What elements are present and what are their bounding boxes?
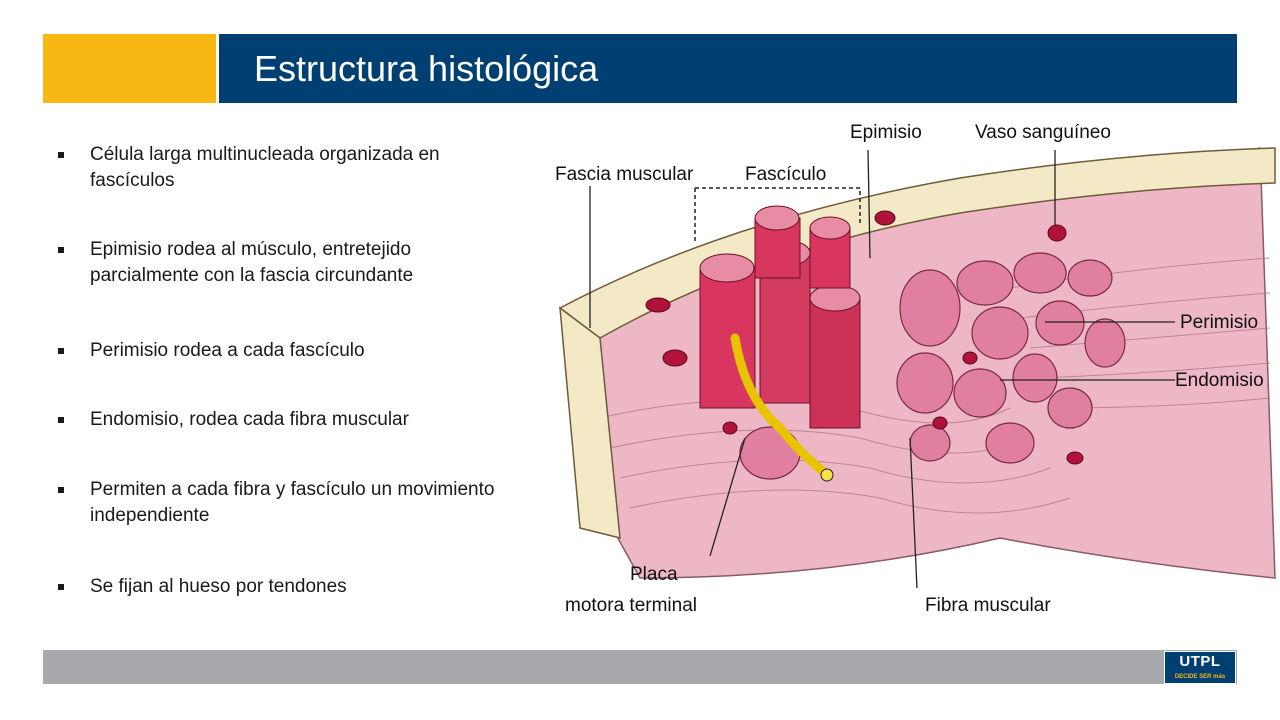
bullet-item: Célula larga multinucleada organizada en… — [58, 142, 508, 194]
bullet-text: Permiten a cada fibra y fascículo un mov… — [90, 479, 495, 526]
slide-title: Estructura histológica — [254, 48, 599, 89]
motor-end-plate — [820, 468, 834, 482]
muscle-structure-diagram: Epimisio Vaso sanguíneo Fascia muscular … — [555, 122, 1276, 616]
label-fibra-muscular: Fibra muscular — [925, 595, 1051, 616]
label-perimisio: Perimisio — [1180, 312, 1258, 333]
bullet-marker — [58, 487, 64, 493]
label-vaso-sanguineo: Vaso sanguíneo — [975, 122, 1111, 143]
bullet-marker — [58, 417, 64, 423]
bullet-item: Endomisio, rodea cada fibra muscular — [58, 407, 409, 433]
header-bar — [219, 34, 1237, 103]
label-motora-terminal: motora terminal — [565, 595, 697, 616]
fascicle-bracket — [694, 187, 861, 243]
bullet-item: Se fijan al hueso por tendones — [58, 574, 347, 600]
fascicle-bundle — [699, 205, 861, 429]
bullet-text: Se fijan al hueso por tendones — [90, 576, 347, 597]
bullet-marker — [58, 247, 64, 253]
label-epimisio: Epimisio — [850, 122, 922, 143]
bullet-item: Perimisio rodea a cada fascículo — [58, 338, 365, 364]
footer-bar — [43, 650, 1237, 684]
bullet-marker — [58, 152, 64, 158]
blood-vessel-dots — [645, 210, 1084, 465]
bullet-text: Epimisio rodea al músculo, entretejido p… — [90, 239, 414, 286]
fascia-left-edge — [559, 306, 621, 539]
bullet-text: Perimisio rodea a cada fascículo — [90, 340, 365, 361]
bullet-marker — [58, 584, 64, 590]
logo-tagline: DECIDE SER más — [1174, 674, 1226, 680]
label-endomisio: Endomisio — [1175, 370, 1264, 391]
leader-lines — [589, 149, 1175, 589]
nerve-fiber — [730, 333, 830, 478]
bullet-item: Epimisio rodea al músculo, entretejido p… — [58, 237, 508, 289]
utpl-logo: UTPL DECIDE SER más — [1164, 651, 1236, 684]
muscle-fiber-sections — [739, 252, 1126, 480]
bullet-item: Permiten a cada fibra y fascículo un mov… — [58, 477, 508, 529]
label-fascia-muscular: Fascia muscular — [555, 164, 694, 185]
bullet-text: Endomisio, rodea cada fibra muscular — [90, 409, 409, 430]
header-accent-block — [43, 34, 216, 103]
bullet-text: Célula larga multinucleada organizada en… — [90, 144, 440, 191]
label-fasciculo: Fascículo — [745, 164, 826, 185]
logo-wordmark: UTPL — [1179, 653, 1221, 670]
bullet-marker — [58, 348, 64, 354]
label-placa: Placa — [630, 564, 678, 585]
